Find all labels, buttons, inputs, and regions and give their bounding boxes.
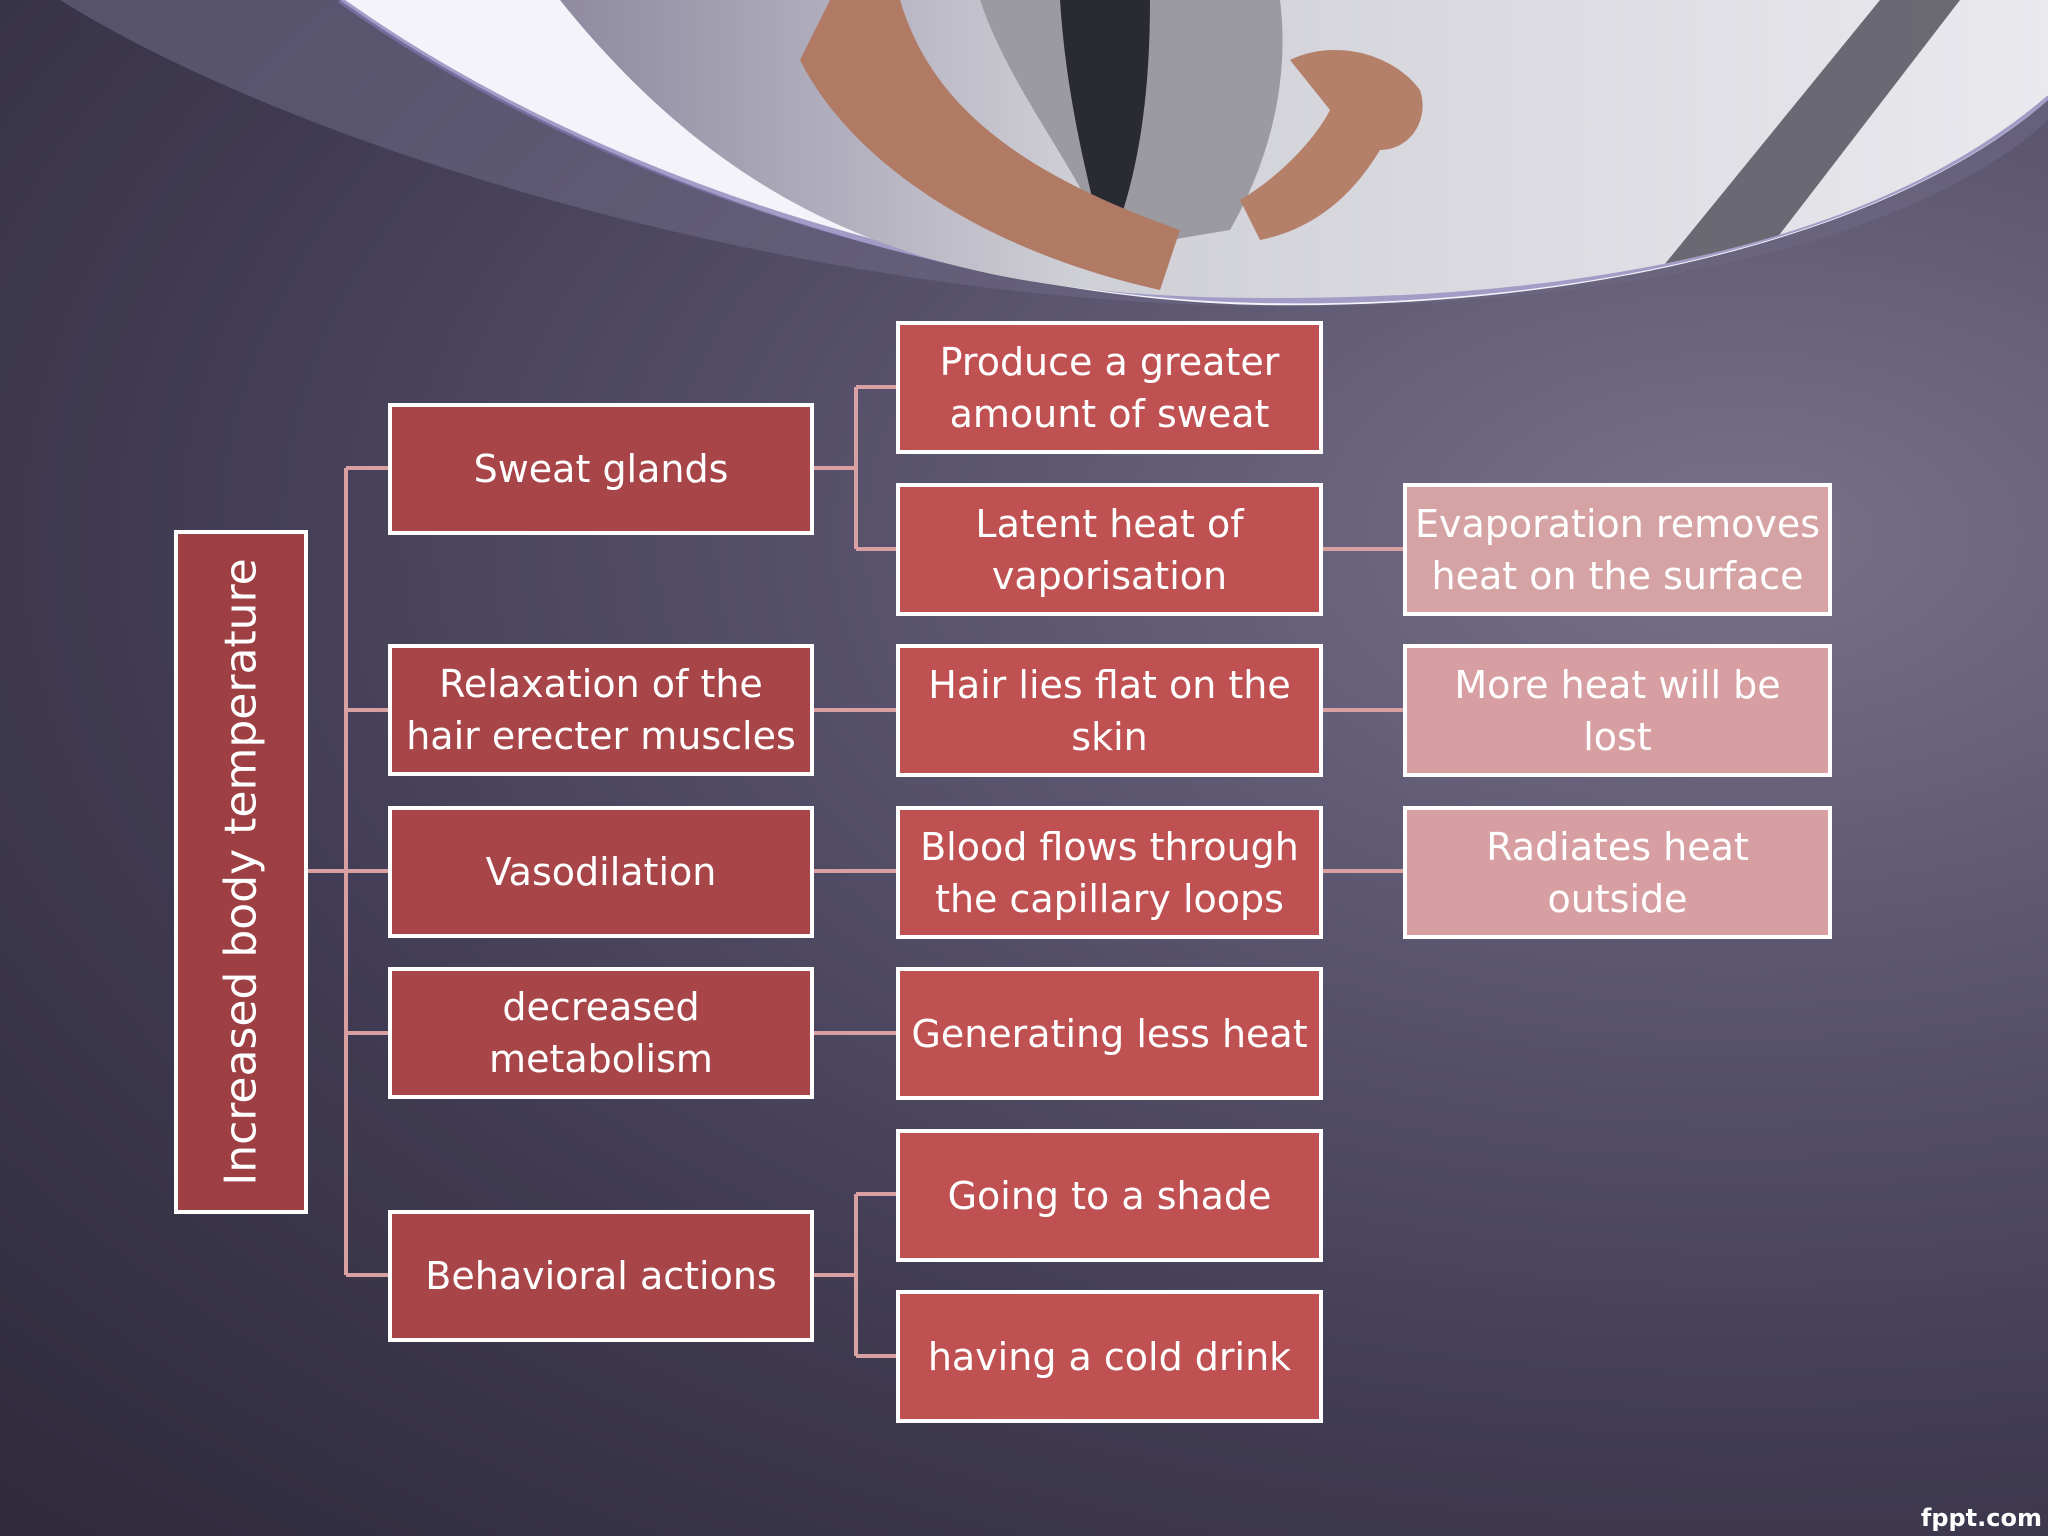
node-evaporation: Evaporation removes heat on the surface <box>1403 483 1832 616</box>
node-behavioral-actions: Behavioral actions <box>388 1210 814 1342</box>
node-generating-less-heat: Generating less heat <box>896 967 1323 1100</box>
node-sweat-glands: Sweat glands <box>388 403 814 535</box>
treadmill-console <box>1660 0 1960 270</box>
root-label: Increased body temperature <box>215 558 267 1186</box>
node-decreased-metabolism: decreased metabolism <box>388 967 814 1099</box>
root-node: Increased body temperature <box>174 530 308 1214</box>
person-shirt-dark <box>1060 0 1150 230</box>
person-left-arm <box>800 0 1180 290</box>
header-banner <box>60 0 2048 307</box>
person-right-arm <box>1240 50 1423 240</box>
node-more-sweat: Produce a greater amount of sweat <box>896 321 1323 454</box>
node-blood-flows: Blood flows through the capillary loops <box>896 806 1323 939</box>
node-hair-erecter-muscles: Relaxation of the hair erecter muscles <box>388 644 814 776</box>
node-vasodilation: Vasodilation <box>388 806 814 938</box>
footer-brand: fppt.com <box>1920 1504 2042 1532</box>
node-going-to-shade: Going to a shade <box>896 1129 1323 1262</box>
node-hair-lies-flat: Hair lies flat on the skin <box>896 644 1323 777</box>
node-cold-drink: having a cold drink <box>896 1290 1323 1423</box>
node-latent-heat: Latent heat of vaporisation <box>896 483 1323 616</box>
node-radiates-heat: Radiates heat outside <box>1403 806 1832 939</box>
node-more-heat-lost: More heat will be lost <box>1403 644 1832 777</box>
